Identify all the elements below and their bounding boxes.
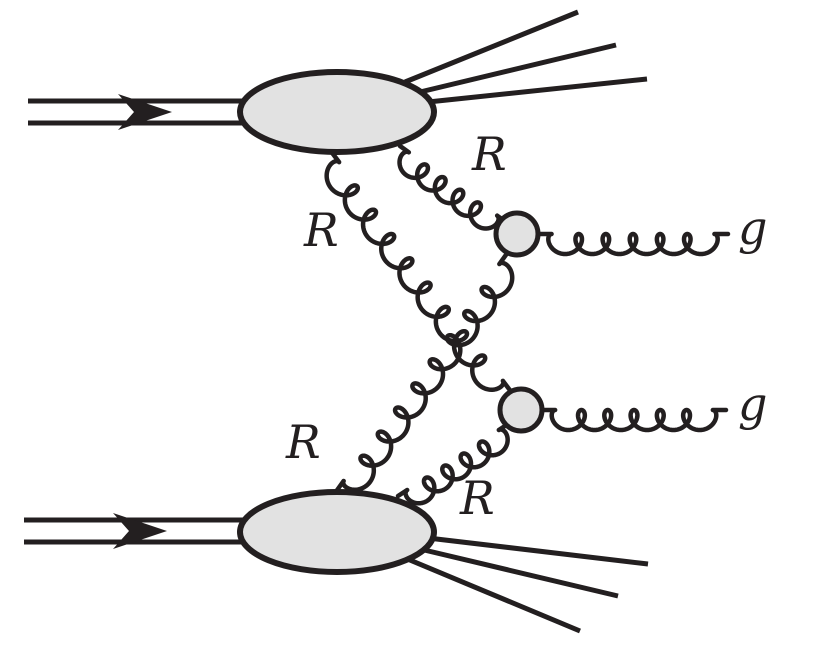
arrow-top-icon — [118, 94, 172, 130]
gluon-outgoing-top — [535, 231, 731, 257]
outgoing-jets-top — [404, 9, 648, 105]
vertex-blob-bottom — [497, 386, 545, 434]
gluon-lines — [324, 143, 731, 506]
label-r-top-left: R — [303, 203, 339, 257]
incoming-beam-bottom — [24, 517, 245, 545]
hadron-blob-top — [237, 69, 437, 155]
label-r-bottom-right: R — [459, 471, 495, 525]
outgoing-jets-bottom — [404, 535, 649, 634]
gluon-outgoing-bottom — [539, 407, 729, 433]
label-r-top-right: R — [471, 127, 507, 181]
label-g-bottom: g — [738, 377, 767, 431]
hadron-blob-bottom — [237, 489, 437, 575]
label-r-bottom-left: R — [285, 415, 321, 469]
label-g-top: g — [738, 201, 767, 255]
gluon-bottom-blob-to-top-vertex — [332, 249, 515, 496]
arrow-bottom-icon — [113, 513, 167, 549]
vertex-blob-top — [493, 210, 541, 258]
